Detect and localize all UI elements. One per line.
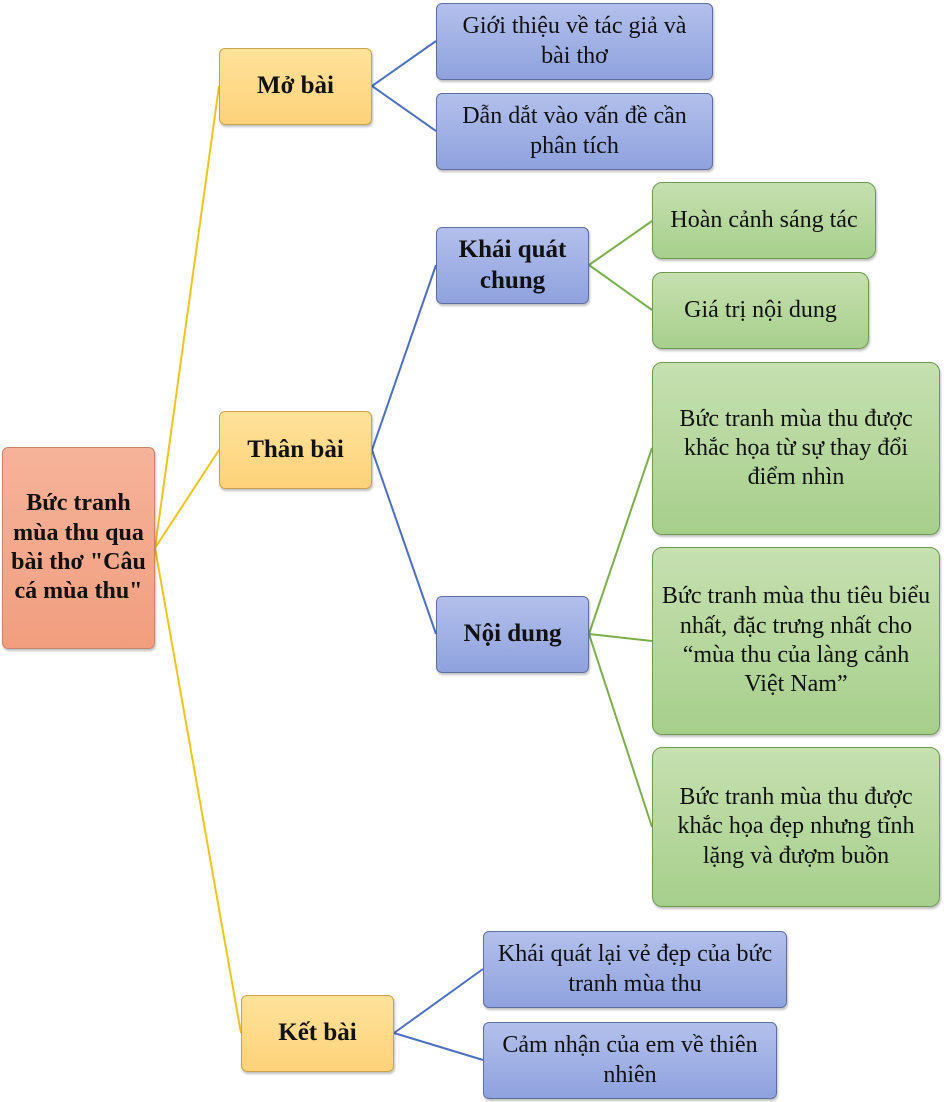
khai-quat-item-1: Hoàn cảnh sáng tác (652, 182, 876, 259)
than-bai-label: Thân bài (247, 435, 344, 463)
khai-quat-node: Khái quát chung (436, 227, 589, 304)
noi-dung-label: Nội dung (463, 620, 562, 648)
link-than-bai-khai-quat (371, 264, 437, 451)
ket-bai-item-2-text: Cảm nhận của em về thiên nhiên (502, 1032, 758, 1088)
khai-quat-label: Khái quát chung (458, 236, 567, 294)
mo-bai-item-2-text: Dẫn dắt vào vấn đề cần phân tích (462, 103, 687, 159)
ket-bai-item-2: Cảm nhận của em về thiên nhiên (483, 1022, 777, 1099)
noi-dung-item-2-text: Bức tranh mùa thu tiêu biểu nhất, đặc tr… (661, 583, 931, 698)
link-mo-bai-2 (371, 85, 437, 132)
link-root-mo-bai (154, 85, 220, 549)
link-than-bai-noi-dung (371, 449, 437, 635)
noi-dung-item-3-text: Bức tranh mùa thu được khắc họa đẹp nhưn… (677, 784, 915, 869)
khai-quat-item-2: Giá trị nội dung (652, 272, 869, 349)
than-bai-node: Thân bài (219, 411, 372, 489)
root-node: Bức tranh mùa thu qua bài thơ "Câu cá mù… (2, 447, 155, 649)
ket-bai-item-1: Khái quát lại vẻ đẹp của bức tranh mùa t… (483, 931, 787, 1008)
link-noi-dung-1 (588, 447, 653, 635)
link-khai-quat-1 (588, 220, 653, 266)
ket-bai-node: Kết bài (241, 995, 394, 1072)
link-root-ket-bai (154, 547, 242, 1034)
ket-bai-label: Kết bài (278, 1019, 357, 1047)
link-ket-bai-2 (393, 1032, 484, 1061)
mo-bai-item-1: Giới thiệu về tác giả và bài thơ (436, 3, 713, 80)
mo-bai-item-2: Dẫn dắt vào vấn đề cần phân tích (436, 93, 713, 170)
noi-dung-node: Nội dung (436, 596, 589, 673)
root-label: Bức tranh mùa thu qua bài thơ "Câu cá mù… (11, 490, 146, 605)
noi-dung-item-1-text: Bức tranh mùa thu được khắc họa từ sự th… (679, 405, 913, 491)
mo-bai-node: Mở bài (219, 48, 372, 125)
khai-quat-item-2-text: Giá trị nội dung (684, 296, 837, 323)
ket-bai-item-1-text: Khái quát lại vẻ đẹp của bức tranh mùa t… (497, 941, 773, 997)
link-khai-quat-2 (588, 264, 653, 311)
mo-bai-item-1-text: Giới thiệu về tác giả và bài thơ (462, 13, 687, 69)
link-mo-bai-1 (371, 40, 437, 87)
mo-bai-label: Mở bài (256, 72, 335, 100)
link-noi-dung-3 (588, 633, 653, 828)
noi-dung-item-1: Bức tranh mùa thu được khắc họa từ sự th… (652, 362, 940, 535)
link-ket-bai-1 (393, 968, 484, 1034)
khai-quat-item-1-text: Hoàn cảnh sáng tác (670, 206, 858, 233)
noi-dung-item-2: Bức tranh mùa thu tiêu biểu nhất, đặc tr… (652, 547, 940, 735)
link-root-than-bai (154, 449, 220, 549)
link-noi-dung-2 (588, 633, 653, 642)
noi-dung-item-3: Bức tranh mùa thu được khắc họa đẹp nhưn… (652, 747, 940, 907)
